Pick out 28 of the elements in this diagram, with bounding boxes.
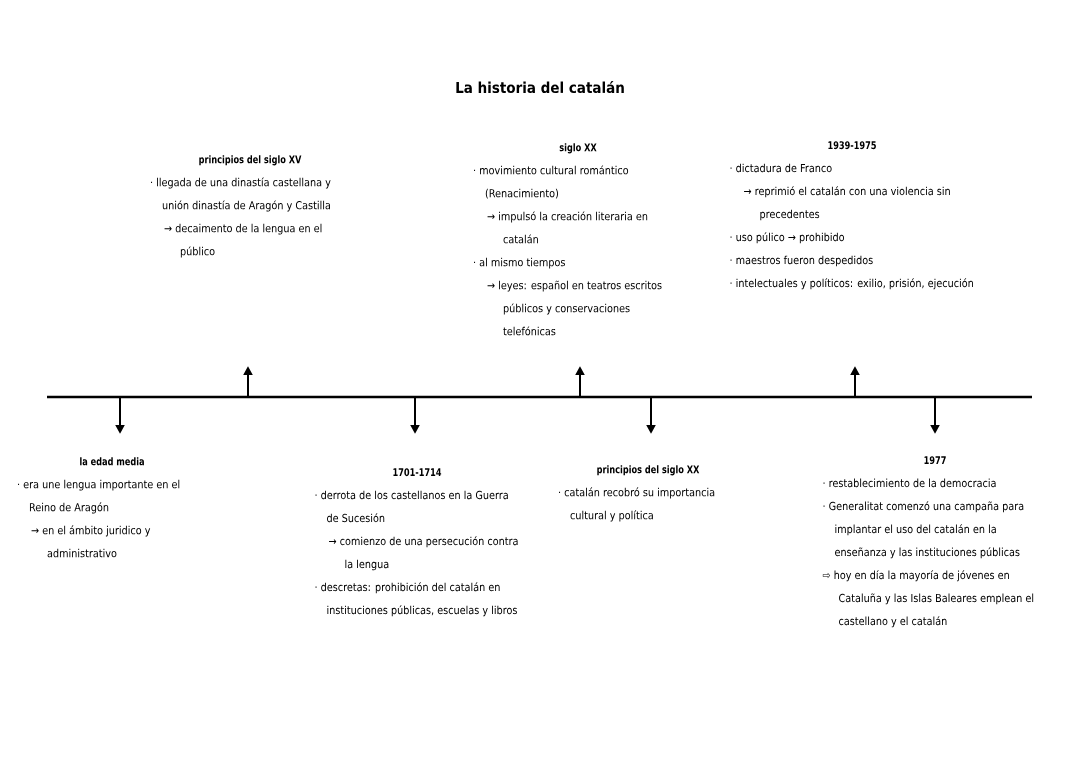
list-item: · intelectuales y políticos: exilio, prisión, ejecución (730, 278, 973, 290)
list-item: · restablecimiento de la democracia (823, 478, 996, 488)
period-heading: 1977 (924, 456, 946, 465)
list-item: · Generalitat comenzó una campaña para implantar el uso del catalán en la enseñanza y las instituciones públicas (823, 501, 1024, 559)
period-heading: 1939-1975 (828, 141, 876, 150)
period-heading: 1701-1714 (393, 468, 442, 477)
list-item: · derrota de los castellanos en la Guerra de Sucesión (315, 490, 508, 523)
list-item: · al mismo tiempos (474, 257, 565, 269)
list-item: ⇨ hoy en día la mayoría de jóvenes en Cataluña y las Islas Baleares emplean el castellano y el catalán (822, 570, 1034, 628)
list-item: · catalán recobró su importancia cultural y política (559, 487, 715, 522)
period-heading: principios del siglo XX (597, 465, 700, 476)
title: La historia del catalán (456, 80, 624, 94)
list-item: · uso púlico → prohibido (730, 232, 845, 244)
list-item: · dictadura de Franco (730, 163, 832, 173)
list-item: · era une lengua importante en el Reino de Aragón (18, 479, 180, 514)
list-item: → comienzo de una persecución contra la lengua (329, 536, 518, 571)
period-heading: siglo XX (559, 143, 597, 154)
list-item: → decaimento de la lengua en el público (164, 223, 322, 258)
list-item: · descretas: prohibición del catalán en instituciones públicas, escuelas y libros (315, 582, 517, 617)
period-heading: la edad media (80, 457, 144, 466)
list-item: → reprimió el catalán con una violencia sin precedentes (744, 186, 950, 221)
list-item: → en el ámbito juridico y administrativo (31, 525, 151, 558)
list-item: · llegada de una dinastía castellana y unión dinastía de Aragón y Castilla (151, 177, 331, 212)
list-item: → leyes: español en teatros escritos públicos y conservaciones telefónicas (487, 280, 662, 336)
list-item: · maestros fueron despedidos (730, 255, 873, 267)
period-heading: principios del siglo XV (199, 155, 302, 166)
list-item: · movimiento cultural romántico (Renacimiento) (474, 165, 629, 199)
list-item: → impulsó la creación literaria en catalán (487, 211, 648, 244)
